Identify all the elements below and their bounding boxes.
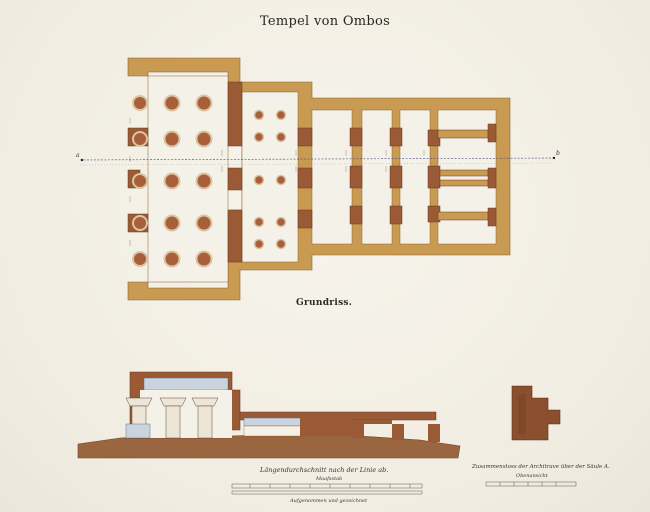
signature-line: Aufgenommen und gezeichnet [290, 498, 368, 504]
section-scale-caption: Maafsstab [316, 476, 343, 482]
page-title: Tempel von Ombos [259, 14, 391, 29]
section-caption: Längendurchschnitt nach der Linie ab. [260, 466, 389, 474]
dimension-ticks [129, 118, 425, 246]
detail-sub-caption: Obenansicht [516, 473, 548, 479]
plan-walls [127, 57, 511, 301]
axis-label-b: b [556, 150, 560, 157]
plan-columns-small [253, 109, 287, 250]
scale-bar-detail [485, 481, 577, 487]
axis-label-a: a [76, 152, 80, 159]
scale-bar-section [231, 483, 423, 495]
longitudinal-section [77, 371, 461, 459]
detail-caption: Zusammenstoss der Architrave über der Sä… [472, 464, 610, 470]
architrave-detail [511, 385, 561, 441]
plan-label: Grundriss. [296, 298, 353, 308]
plan-columns-large [132, 94, 213, 268]
section-axis-line [79, 156, 557, 166]
